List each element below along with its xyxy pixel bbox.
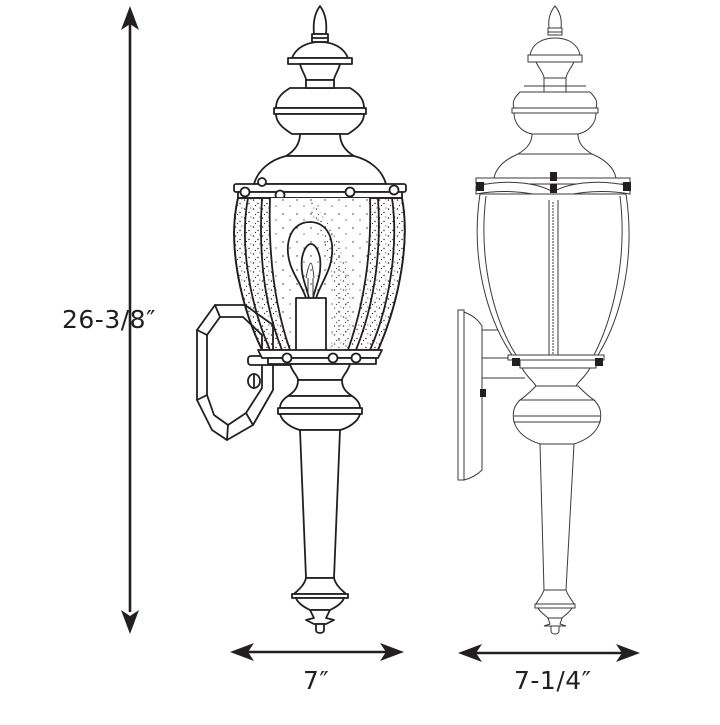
height-label: 26-3/8″ (62, 305, 156, 334)
arrow-up-icon (121, 6, 139, 30)
side-width-label: 7-1/4″ (514, 666, 592, 695)
height-dimension-line (121, 6, 139, 634)
finial (312, 5, 328, 35)
side-tapered-stem (539, 443, 575, 591)
wall-bracket (457, 309, 530, 481)
top-rivet-icon (550, 172, 557, 181)
front-width-label: 7″ (303, 666, 330, 695)
arrow-left-icon (230, 643, 254, 661)
octagonal-backplate (196, 304, 294, 441)
arrow-down-icon (121, 610, 139, 634)
side-finial (548, 5, 562, 29)
arrow-right-icon (616, 644, 640, 662)
candle-socket (295, 297, 327, 353)
tapered-stem (299, 429, 341, 579)
arrow-right-icon (380, 643, 404, 661)
arrow-left-icon (458, 644, 482, 662)
side-view-lantern (457, 5, 631, 635)
front-view-lantern (196, 5, 407, 634)
light-bulb-icon (287, 221, 334, 299)
side-width-dimension-line (458, 644, 640, 662)
bracket-screw-icon (480, 389, 486, 397)
front-width-dimension-line (230, 643, 404, 661)
